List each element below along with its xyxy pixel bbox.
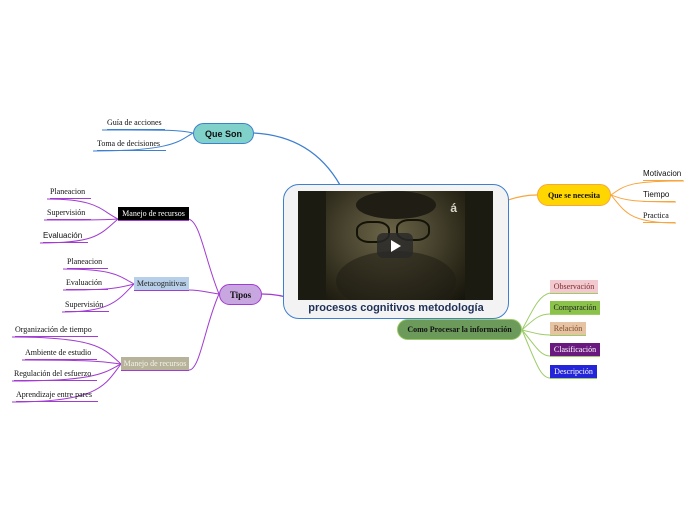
node-metacognitivas[interactable]: Metacognitivas: [134, 277, 189, 291]
leaf-planeacion-2[interactable]: Planeacion: [67, 257, 108, 269]
leaf-evaluacion-2[interactable]: Evaluación: [66, 278, 108, 290]
leaf-supervision-2[interactable]: Supervisión: [65, 300, 109, 312]
play-icon[interactable]: [377, 233, 413, 258]
leaf-relacion[interactable]: Relación: [550, 322, 586, 336]
central-topic-title[interactable]: procesos cognitivos metodología: [283, 302, 509, 314]
video-thumbnail[interactable]: á: [298, 191, 493, 300]
leaf-motivacion[interactable]: Motivacion: [643, 169, 683, 181]
leaf-practica[interactable]: Practica: [643, 211, 675, 223]
leaf-regulacion-del-esfuerzo[interactable]: Regulación del esfuerzo: [14, 369, 97, 381]
channel-logo: á: [450, 201, 457, 215]
leaf-supervision[interactable]: Supervisión: [47, 208, 91, 220]
leaf-descripcion[interactable]: Descripción: [550, 365, 597, 379]
leaf-guia-de-acciones[interactable]: Guía de acciones: [107, 118, 165, 130]
leaf-ambiente-de-estudio[interactable]: Ambiente de estudio: [25, 348, 97, 360]
node-como-procesar[interactable]: Como Procesar la información: [397, 319, 522, 340]
leaf-clasificacion[interactable]: Clasificación: [550, 343, 600, 357]
node-manejo-de-recursos[interactable]: Manejo de recursos: [118, 207, 189, 221]
leaf-comparacion[interactable]: Comparación: [550, 301, 600, 315]
node-que-son[interactable]: Que Son: [193, 123, 254, 144]
leaf-aprendizaje-entre-pares[interactable]: Aprendizaje entre pares: [16, 390, 98, 402]
node-que-se-necesita[interactable]: Que se necesita: [537, 184, 611, 206]
node-manejo-de-recursos-2[interactable]: Manejo de recursos: [121, 357, 189, 371]
shadow-shape: [336, 251, 456, 300]
hair-shape: [356, 191, 436, 219]
leaf-organizacion-de-tiempo[interactable]: Organización de tiempo: [15, 325, 98, 337]
node-tipos[interactable]: Tipos: [219, 284, 262, 305]
leaf-tiempo[interactable]: Tiempo: [643, 190, 675, 202]
leaf-planeacion[interactable]: Planeacion: [50, 187, 91, 199]
leaf-toma-de-decisiones[interactable]: Toma de decisiones: [97, 139, 166, 151]
leaf-evaluacion[interactable]: Evaluación: [43, 231, 88, 243]
leaf-observacion[interactable]: Observación: [550, 280, 598, 294]
